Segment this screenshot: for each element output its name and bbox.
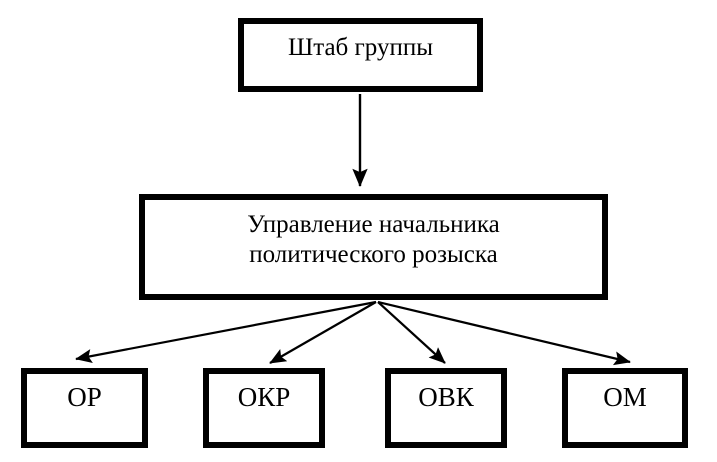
edge-mid-to-om bbox=[377, 300, 631, 366]
edge-mid-to-okr bbox=[269, 301, 377, 364]
edge-mid-to-ovk bbox=[377, 301, 446, 364]
node-okr[interactable]: ОКР bbox=[203, 368, 325, 448]
node-or[interactable]: ОР bbox=[21, 368, 148, 448]
node-label: ОМ bbox=[603, 382, 647, 412]
node-label: Штаб группы bbox=[288, 34, 433, 61]
node-upravlenie-nachalnika-politicheskogo-rozyska[interactable]: Управление начальника политического розы… bbox=[139, 194, 608, 300]
node-shtab-gruppy[interactable]: Штаб группы bbox=[238, 18, 483, 92]
node-label: ОВК bbox=[418, 382, 474, 412]
node-label: Управление начальника политического розы… bbox=[247, 211, 500, 268]
node-label: ОКР bbox=[237, 382, 291, 412]
node-ovk[interactable]: ОВК bbox=[385, 368, 507, 448]
edge-mid-to-or bbox=[75, 300, 377, 363]
node-label: ОР bbox=[67, 382, 102, 412]
node-om[interactable]: ОМ bbox=[562, 368, 688, 448]
